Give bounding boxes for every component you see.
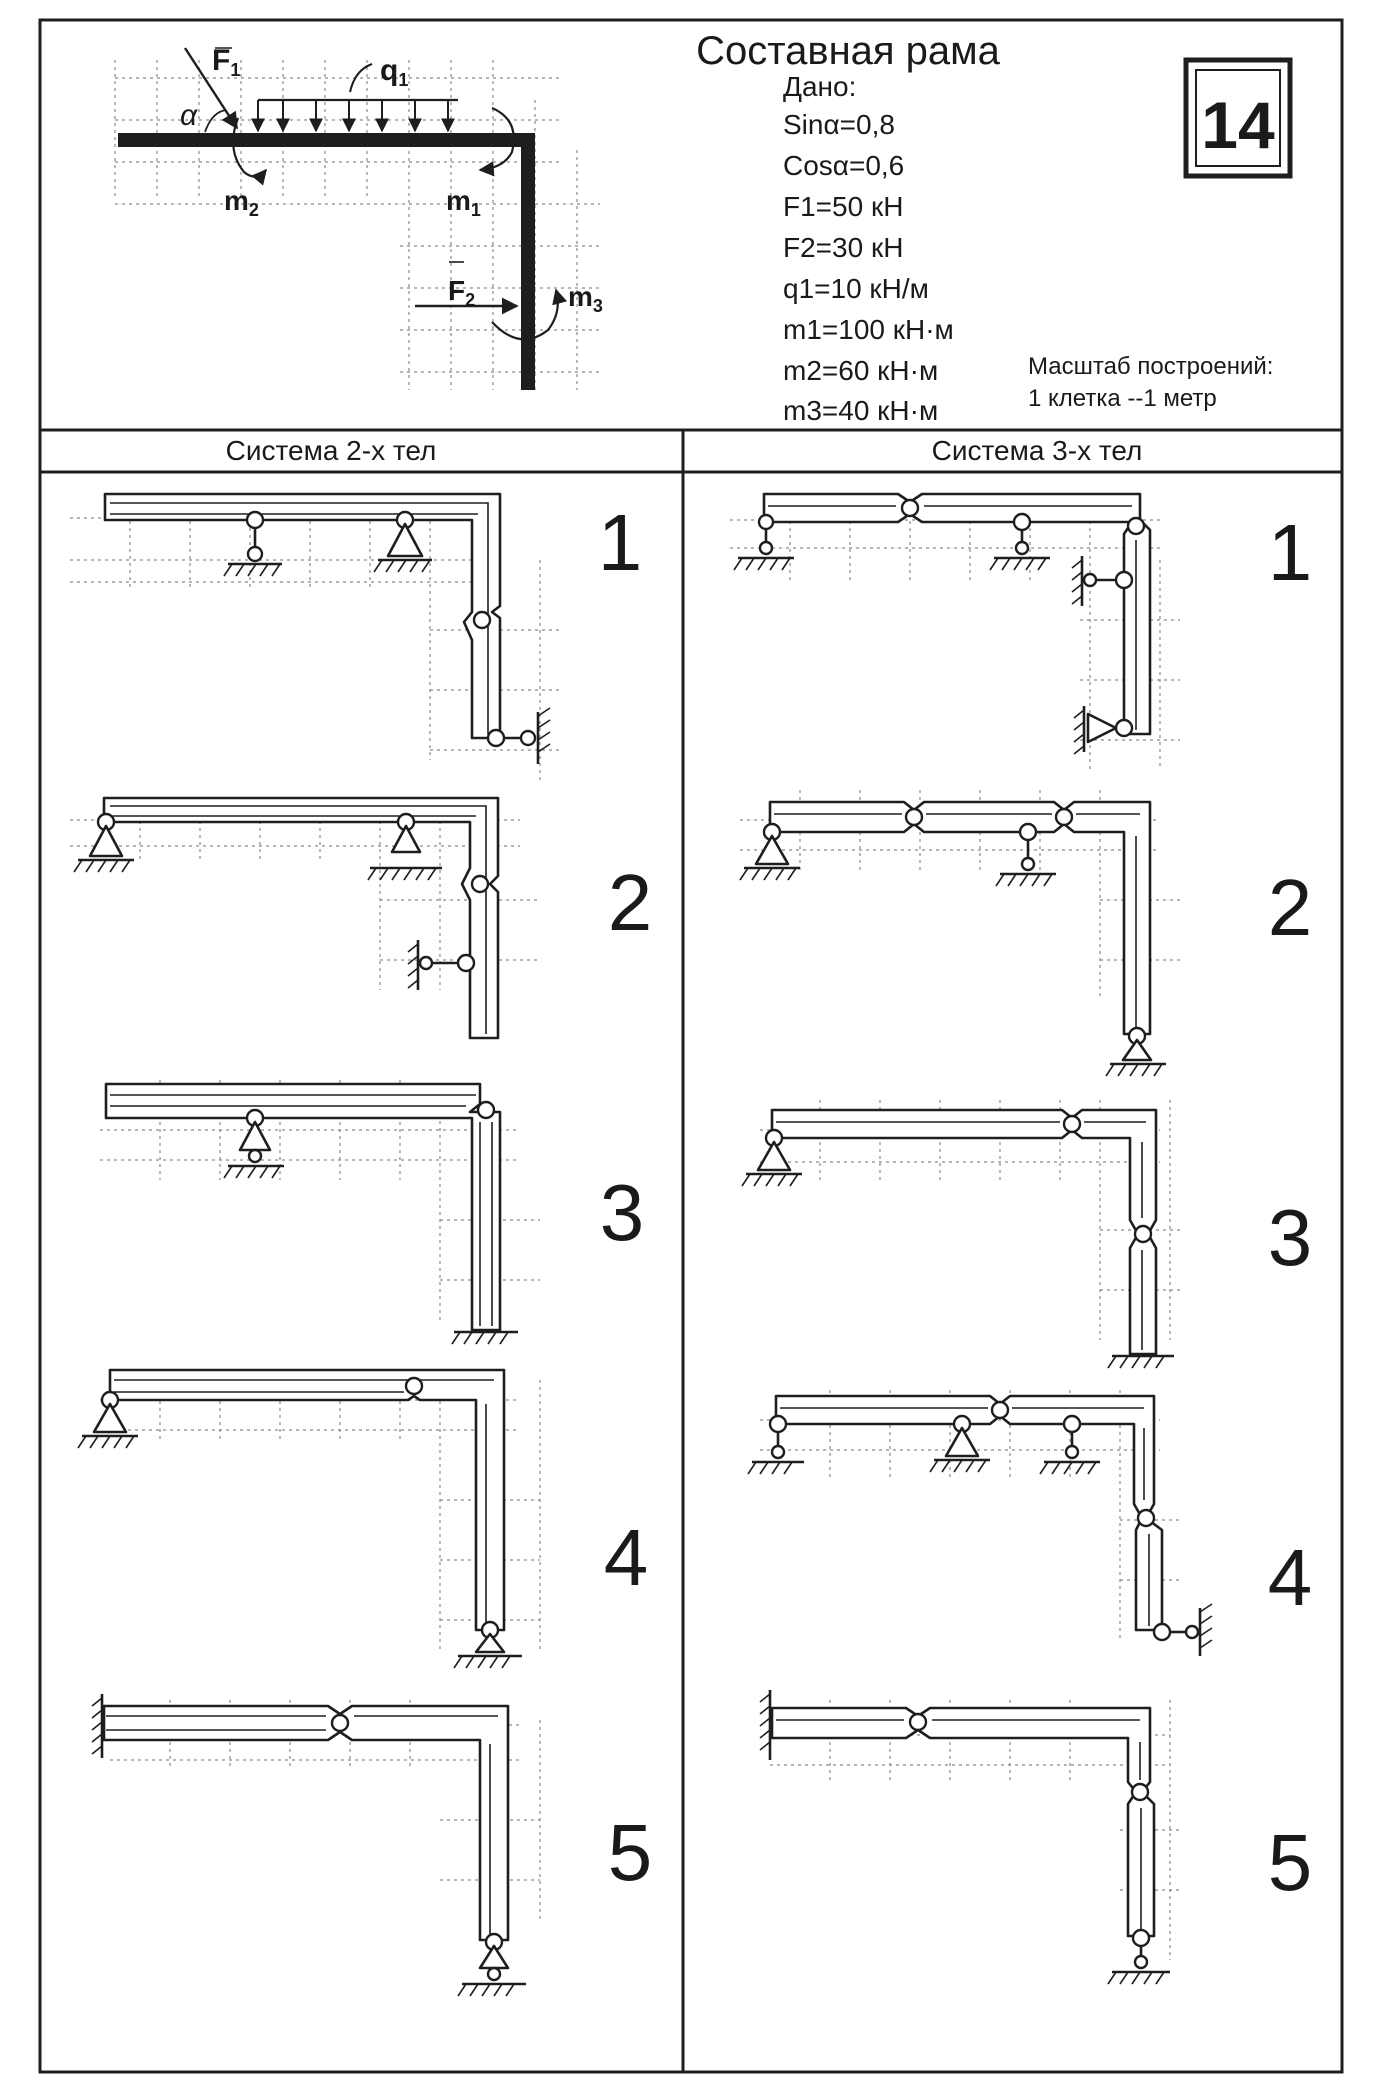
column-header-two-body: Система 2-х тел: [226, 435, 437, 466]
scheme-number-3b-3: 3: [1268, 1193, 1313, 1282]
main-beam: [118, 133, 533, 147]
distributed-load-q1: [251, 63, 458, 133]
three-body-scheme-3: [741, 1100, 1180, 1369]
label-m1: m1: [446, 185, 481, 220]
two-body-numbers: 1 2 3 4 5: [598, 498, 653, 1897]
scheme-number-3b-4: 4: [1268, 1533, 1313, 1622]
label-f1: F1: [212, 44, 240, 80]
two-body-scheme-3: [100, 1080, 540, 1345]
main-column: [521, 133, 535, 390]
label-m2: m2: [224, 185, 259, 220]
scheme-number-3b-5: 5: [1268, 1818, 1313, 1907]
scheme-number-2b-1: 1: [598, 498, 643, 587]
given-sin: Sinα=0,8: [783, 109, 895, 140]
three-body-scheme-2: [739, 790, 1180, 1077]
force-f1-arrow: [183, 47, 239, 133]
sheet-border: [38, 18, 1344, 2074]
scheme-number-3b-2: 2: [1268, 863, 1313, 952]
page-title: Составная рама: [696, 29, 1001, 73]
label-m3: m3: [568, 281, 603, 316]
three-body-scheme-4: [747, 1390, 1213, 1656]
scheme-number-2b-2: 2: [608, 858, 653, 947]
moment-m3-arrow: [491, 288, 568, 341]
scale-note-value: 1 клетка --1 метр: [1028, 385, 1217, 412]
moment-m2-arrow: [232, 117, 267, 186]
given-q1: q1=10 кН/м: [783, 273, 929, 304]
three-body-scheme-5: [759, 1690, 1180, 1985]
three-body-scheme-1: [730, 492, 1180, 770]
scheme-number-2b-3: 3: [600, 1168, 645, 1257]
label-q1: q1: [380, 54, 408, 90]
scheme-number-2b-5: 5: [608, 1808, 653, 1897]
given-cos: Cosα=0,6: [783, 150, 904, 181]
three-body-numbers: 1 2 3 4 5: [1268, 508, 1313, 1907]
main-scheme: F1 α q1 m2 m1 F2 m3: [114, 44, 603, 390]
label-alpha: α: [180, 99, 198, 132]
variant-badge: 14: [1183, 57, 1293, 179]
two-body-scheme-2: [70, 796, 540, 1040]
scheme-number-2b-4: 4: [604, 1513, 649, 1602]
given-m2: m2=60 кН·м: [783, 355, 938, 386]
moment-m1-arrow: [478, 106, 515, 177]
two-body-scheme-1: [70, 492, 560, 780]
scale-note-title: Масштаб построений:: [1028, 353, 1273, 380]
variant-number: 14: [1201, 88, 1275, 162]
given-m3: m3=40 кН·м: [783, 395, 938, 426]
force-f2-arrow: [415, 261, 519, 315]
given-f1: F1=50 кН: [783, 191, 903, 222]
label-f2: F2: [448, 275, 475, 310]
scheme-number-3b-1: 1: [1268, 508, 1313, 597]
column-header-three-body: Система 3-х тел: [932, 435, 1143, 466]
given-m1: m1=100 кН·м: [783, 314, 954, 345]
given-f2: F2=30 кН: [783, 232, 903, 263]
two-body-scheme-4: [77, 1368, 541, 1669]
given-heading: Дано:: [783, 71, 856, 102]
two-body-scheme-5: [91, 1694, 541, 1997]
